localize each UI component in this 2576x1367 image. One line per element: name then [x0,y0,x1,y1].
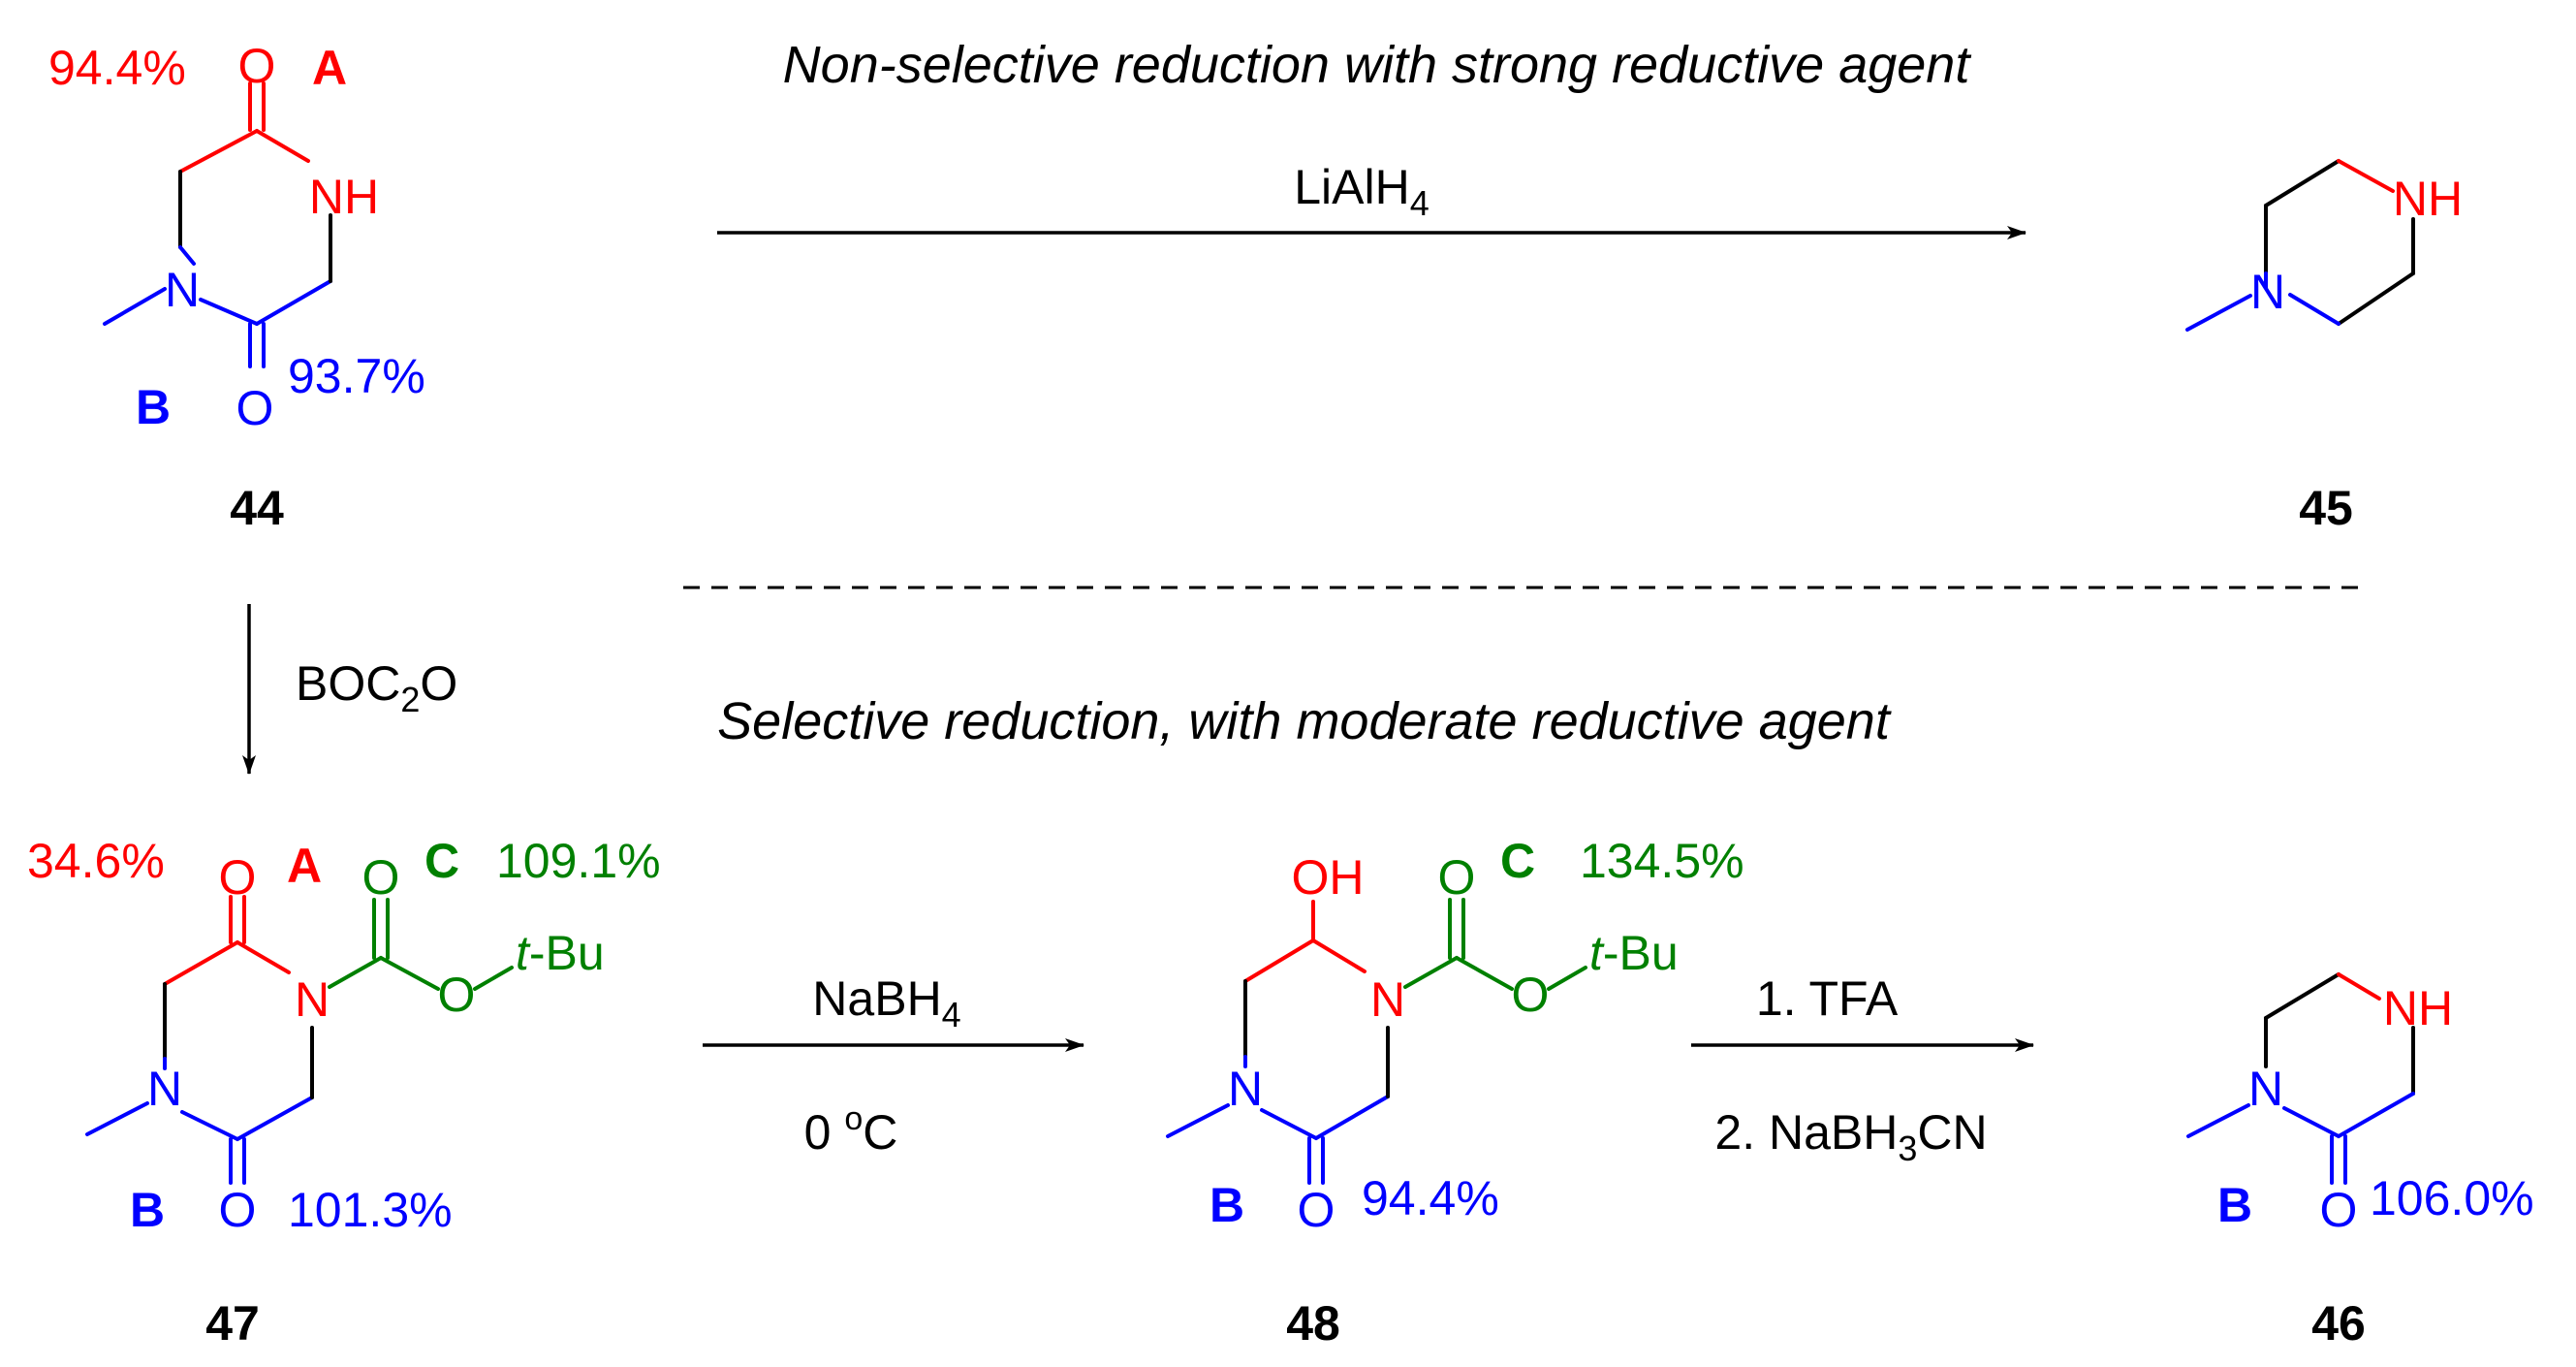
c44-site-a: A [312,41,347,95]
c44-atom-nh: NH [309,170,379,224]
reagent-lialh4: LiAlH4 [1294,160,1429,223]
compound-45-label: 45 [2299,481,2353,535]
bond [85,1101,149,1136]
compound-48 [1166,898,1587,1185]
compound-48-label: 48 [1286,1296,1340,1351]
compound-46-label: 46 [2311,1296,2366,1351]
bond [2337,159,2395,193]
bond [1455,956,1514,991]
bond [255,279,332,326]
bond [103,287,167,326]
compound-44-label: 44 [230,481,284,535]
c48-atom-n: N [1228,1062,1263,1116]
c48-atom-o-carbonyl: O [1438,850,1476,905]
bond [180,1110,239,1141]
c47-atom-o-b: O [219,1183,257,1237]
c44-percent-b: 93.7% [288,349,425,403]
c47-atom-o-carbonyl: O [362,850,400,905]
compound-45 [2185,159,2415,332]
bond [1243,938,1315,983]
c47-atom-o-ester: O [438,968,476,1022]
bond [2337,1092,2415,1138]
reagent-tfa: 1. TFA [1756,971,1899,1026]
bond [178,245,196,266]
c47-site-b: B [130,1183,165,1237]
c44-percent-a: 94.4% [48,41,186,95]
bond [328,956,383,989]
bond [2185,294,2252,332]
bond [1260,1108,1318,1140]
c47-percent-c: 109.1% [496,834,661,888]
bond [2264,159,2340,207]
c47-site-c: C [424,834,459,888]
reagent-nabh3cn: 2. NaBH3CN [1714,1105,1987,1168]
compound-44 [103,81,332,368]
reagent-boc2o: BOC2O [296,656,457,719]
c46-atom-n: N [2248,1062,2283,1116]
compound-47-label: 47 [205,1296,260,1351]
c48-atom-o-ester: O [1512,968,1550,1022]
bond [2288,293,2340,326]
c47-atom-n: N [147,1062,182,1116]
c47-percent-b: 101.3% [288,1183,453,1237]
bond [2337,271,2415,326]
c44-atom-o-bottom: O [236,381,274,435]
bond [1314,1095,1390,1140]
bond [255,129,310,163]
bond [2282,1106,2340,1138]
bond [236,940,291,974]
c46-site-b: B [2217,1178,2252,1232]
c47-atom-o-a: O [219,850,257,905]
bond [1547,966,1587,991]
c46-atom-nh: NH [2383,981,2453,1035]
bond [2337,972,2381,1001]
bond [163,940,239,986]
c47-tbu: t-Bu [516,926,605,980]
c48-atom-oh: OH [1292,850,1365,905]
c45-atom-n: N [2250,265,2285,319]
heading-selective: Selective reduction, with moderate reduc… [717,692,1892,750]
c48-site-c: C [1500,834,1535,888]
bond [473,966,514,991]
c48-atom-o-b: O [1298,1183,1335,1237]
bond [2186,1103,2250,1138]
compound-47 [85,895,514,1185]
bond [199,298,259,326]
c44-atom-o-top: O [238,39,276,93]
c45-atom-nh: NH [2393,172,2463,226]
compound-46 [2186,972,2415,1185]
bond [236,1096,314,1141]
reagent-nabh4: NaBH4 [812,971,960,1034]
c48-percent-c: 134.5% [1580,834,1744,888]
bond [178,129,259,174]
c48-atom-n-boc: N [1370,972,1405,1027]
bond [2264,972,2340,1020]
bond [1166,1103,1230,1138]
c47-atom-n-boc: N [295,972,330,1027]
c47-percent-a: 34.6% [27,834,165,888]
bond [1403,956,1459,989]
reagent-temperature: 0 oC [804,1100,898,1160]
c48-tbu: t-Bu [1589,926,1679,980]
c44-site-b: B [136,380,171,434]
c44-atom-n: N [165,263,200,317]
c46-atom-o: O [2320,1183,2358,1237]
heading-non-selective: Non-selective reduction with strong redu… [783,36,1972,94]
c48-percent-b: 94.4% [1362,1171,1499,1225]
bond [379,956,440,991]
c48-site-b: B [1209,1178,1244,1232]
bond [1311,938,1367,973]
c47-site-a: A [287,839,322,893]
c46-percent-b: 106.0% [2370,1171,2534,1225]
